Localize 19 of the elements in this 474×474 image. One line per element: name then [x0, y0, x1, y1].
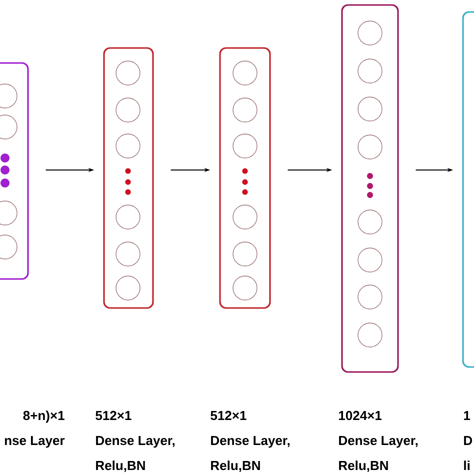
layer-caption: Dense Layer,: [96, 436, 175, 448]
layer-caption: Relu,BN: [339, 460, 388, 472]
layer-caption: Relu,BN: [96, 460, 145, 472]
layer-caption: li: [464, 460, 470, 470]
layer-caption: Relu,BN: [211, 460, 260, 472]
layer-caption: 1024×1: [339, 410, 382, 420]
layer-caption: nse Layer: [4, 436, 65, 448]
layer-caption: 8+n)×1: [23, 410, 64, 423]
layer-box: [0, 62, 29, 280]
layer-caption: Dense Layer,: [211, 436, 290, 448]
layer-box: [341, 4, 399, 373]
layer-box: [103, 47, 154, 309]
layer-caption: Dense Layer,: [339, 436, 418, 448]
layer-box: [219, 47, 271, 309]
layer-box: [462, 11, 474, 368]
layer-caption: 512×1: [210, 410, 246, 420]
layer-caption: D: [464, 436, 472, 445]
layer-caption: 512×1: [96, 410, 132, 420]
layer-caption: 1: [464, 411, 470, 420]
